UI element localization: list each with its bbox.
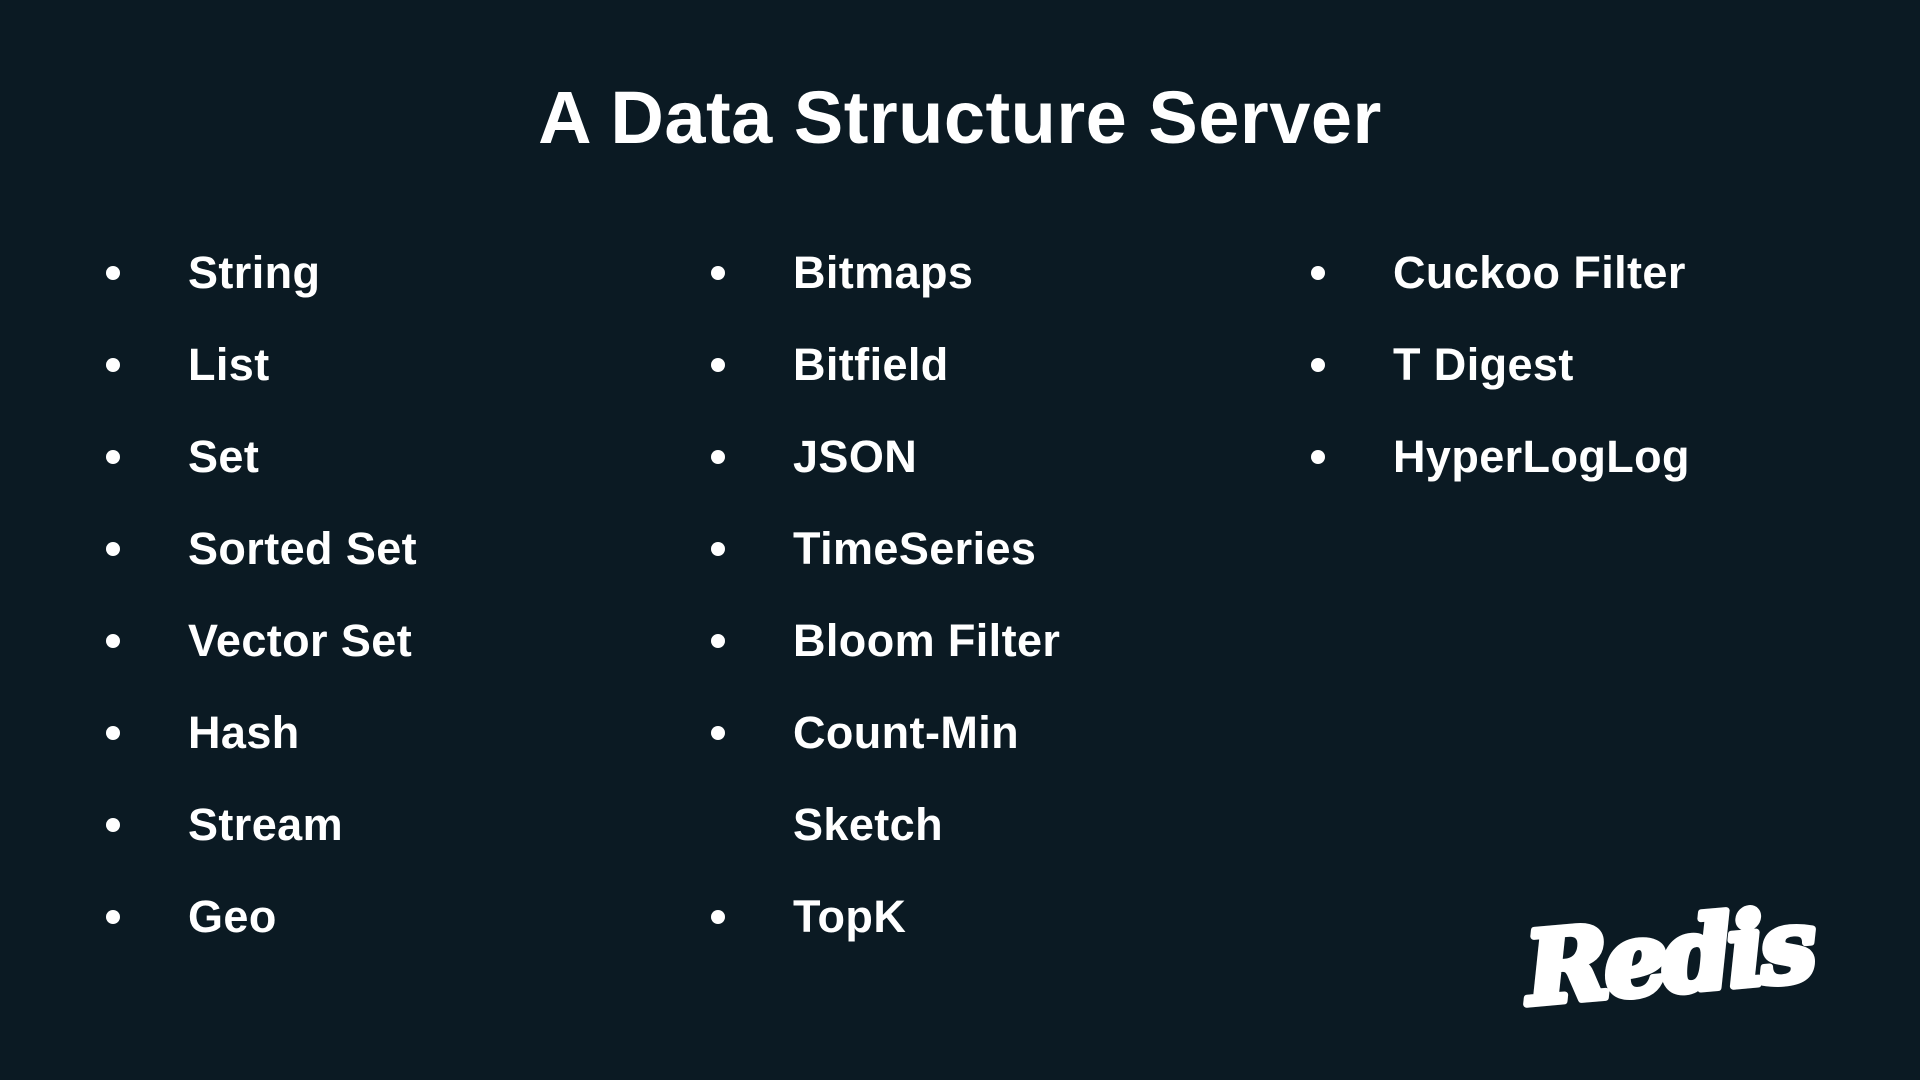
bullet-icon: [711, 542, 725, 556]
list-item-label: Bitmaps: [793, 247, 974, 298]
list-item-label: JSON: [793, 431, 918, 482]
list-item-label: Sorted Set: [188, 523, 418, 574]
page-title: A Data Structure Server: [538, 76, 1382, 159]
bullet-icon: [711, 910, 725, 924]
list-item-label: TimeSeries: [793, 523, 1037, 574]
list-item-label: T Digest: [1393, 339, 1574, 390]
list-item-label: Geo: [188, 891, 277, 942]
list-item-label: Stream: [188, 799, 343, 850]
list-item: Count-Min Sketch: [711, 687, 1311, 871]
list-item: Bitmaps: [711, 227, 1311, 319]
bullet-icon: [711, 450, 725, 464]
bullet-icon: [711, 726, 725, 740]
list-item: Cuckoo Filter: [1311, 227, 1920, 319]
list-item-label: Hash: [188, 707, 300, 758]
list-item-label: TopK: [793, 891, 907, 942]
list-item: Hash: [106, 687, 711, 779]
list-item-label: List: [188, 339, 270, 390]
list-item: String: [106, 227, 711, 319]
bullet-icon: [106, 450, 120, 464]
list-item-label: Bitfield: [793, 339, 949, 390]
bullet-icon: [106, 266, 120, 280]
list-item: Vector Set: [106, 595, 711, 687]
list-item-label: String: [188, 247, 321, 298]
list-item: T Digest: [1311, 319, 1920, 411]
list-item-label: Bloom Filter: [793, 615, 1061, 666]
bullet-icon: [106, 910, 120, 924]
bullet-icon: [711, 358, 725, 372]
bullet-icon: [711, 634, 725, 648]
bullet-icon: [106, 818, 120, 832]
redis-logo-text: Redis: [1518, 902, 1820, 1022]
list-item-label: Cuckoo Filter: [1393, 247, 1686, 298]
list-item: Geo: [106, 871, 711, 963]
list-item: Set: [106, 411, 711, 503]
bullet-icon: [106, 542, 120, 556]
redis-logo: Redis: [1518, 902, 1858, 1022]
bullet-icon: [1311, 450, 1325, 464]
list-item: JSON: [711, 411, 1311, 503]
list-item: List: [106, 319, 711, 411]
bullet-icon: [106, 358, 120, 372]
list-item: Sorted Set: [106, 503, 711, 595]
list-item-label: Vector Set: [188, 615, 413, 666]
list-item: TopK: [711, 871, 1311, 963]
bullet-icon: [106, 634, 120, 648]
list-item-label: Set: [188, 431, 260, 482]
bullet-icon: [1311, 266, 1325, 280]
list-item-label: HyperLogLog: [1393, 431, 1690, 482]
list-item: Bloom Filter: [711, 595, 1311, 687]
bullet-icon: [1311, 358, 1325, 372]
bullet-icon: [106, 726, 120, 740]
list-item-label: Count-Min Sketch: [793, 707, 1020, 850]
list-item: HyperLogLog: [1311, 411, 1920, 503]
list-item: Bitfield: [711, 319, 1311, 411]
bullet-icon: [711, 266, 725, 280]
list-item: Stream: [106, 779, 711, 871]
list-item: TimeSeries: [711, 503, 1311, 595]
